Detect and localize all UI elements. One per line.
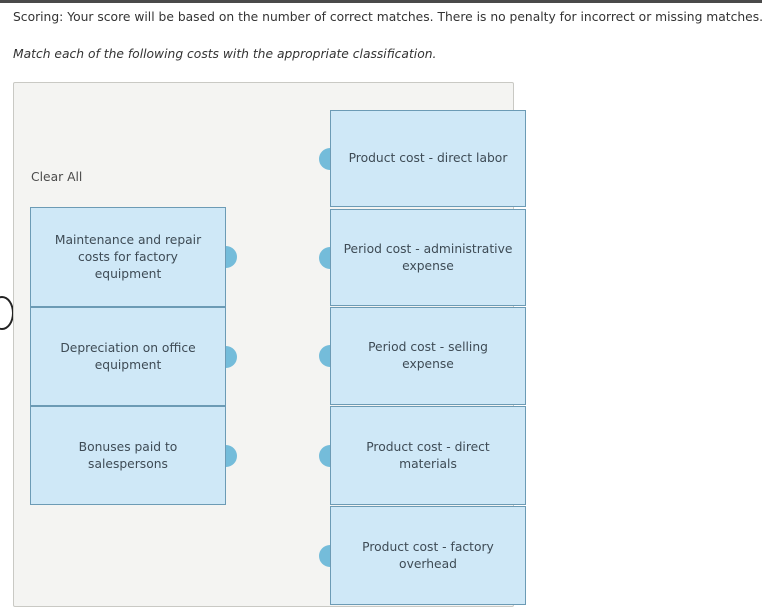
instruction-text: Match each of the following costs with t… <box>13 47 437 61</box>
answer-card-4[interactable]: Product cost - factory overhead <box>319 506 526 605</box>
connector-knob-icon <box>319 444 330 467</box>
connector-knob-icon <box>319 246 330 269</box>
connector-knob-icon <box>226 246 237 268</box>
answer-card-label: Product cost - direct materials <box>366 439 490 471</box>
connector-knob-icon <box>226 345 237 368</box>
connector-knob-icon <box>226 444 237 467</box>
matching-exercise-panel: Clear All Maintenance and repair costs f… <box>13 82 526 607</box>
prompt-card-label: Maintenance and repair costs for factory… <box>54 232 202 281</box>
prompt-card-label: Bonuses paid to salespersons <box>78 439 178 471</box>
answer-card-0[interactable]: Product cost - direct labor <box>319 110 526 207</box>
prompt-card-2[interactable]: Bonuses paid to salespersons <box>30 406 237 505</box>
prompt-card-1[interactable]: Depreciation on office equipment <box>30 307 237 406</box>
prompt-card-0[interactable]: Maintenance and repair costs for factory… <box>30 207 237 307</box>
answer-card-3[interactable]: Product cost - direct materials <box>319 406 526 505</box>
answer-card-label: Product cost - direct labor <box>348 151 508 165</box>
answer-card-1[interactable]: Period cost - administrative expense <box>319 209 526 306</box>
prompt-card-label: Depreciation on office equipment <box>60 340 196 372</box>
scoring-description: Scoring: Your score will be based on the… <box>13 10 762 24</box>
answer-card-2[interactable]: Period cost - selling expense <box>319 307 526 405</box>
answer-card-label: Period cost - selling expense <box>368 340 488 371</box>
answer-card-label: Period cost - administrative expense <box>343 241 513 273</box>
answer-card-label: Product cost - factory overhead <box>362 539 494 571</box>
offscreen-circle-artifact <box>0 296 14 330</box>
connector-knob-icon <box>319 345 330 367</box>
connector-knob-icon <box>319 147 330 170</box>
clear-all-button[interactable]: Clear All <box>31 170 83 184</box>
top-divider-bar <box>0 0 762 3</box>
connector-knob-icon <box>319 544 330 567</box>
